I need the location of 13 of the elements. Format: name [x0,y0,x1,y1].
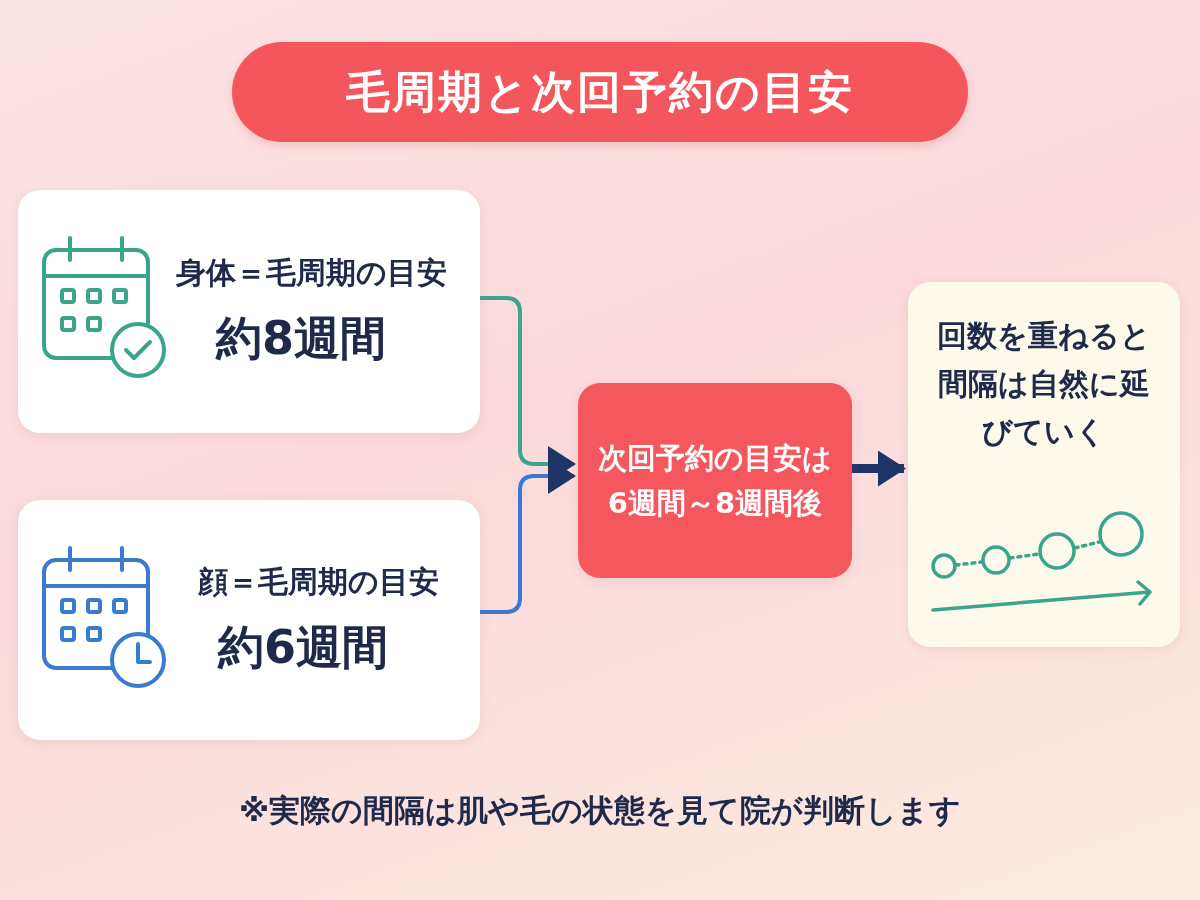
arrow [852,450,906,487]
card-heading: 身体＝毛周期の目安 [176,254,447,292]
title-banner: 毛周期と次回予約の目安 [232,42,968,142]
result-box [578,383,852,578]
card-text: 回数を重ねると間隔は自然に延びていく [936,317,1152,451]
info-card [18,190,480,433]
box-text: 次回予約の目安は6週間～8週間後 [597,439,833,522]
footnote: ※実際の間隔は肌や毛の状態を見て院が判断します [237,791,963,830]
info-card [18,500,480,740]
duration-text: 約6週間 [218,618,388,676]
card-heading: 顔＝毛周期の目安 [198,562,439,601]
note-card [908,282,1180,647]
duration-text: 約8週間 [216,310,386,367]
